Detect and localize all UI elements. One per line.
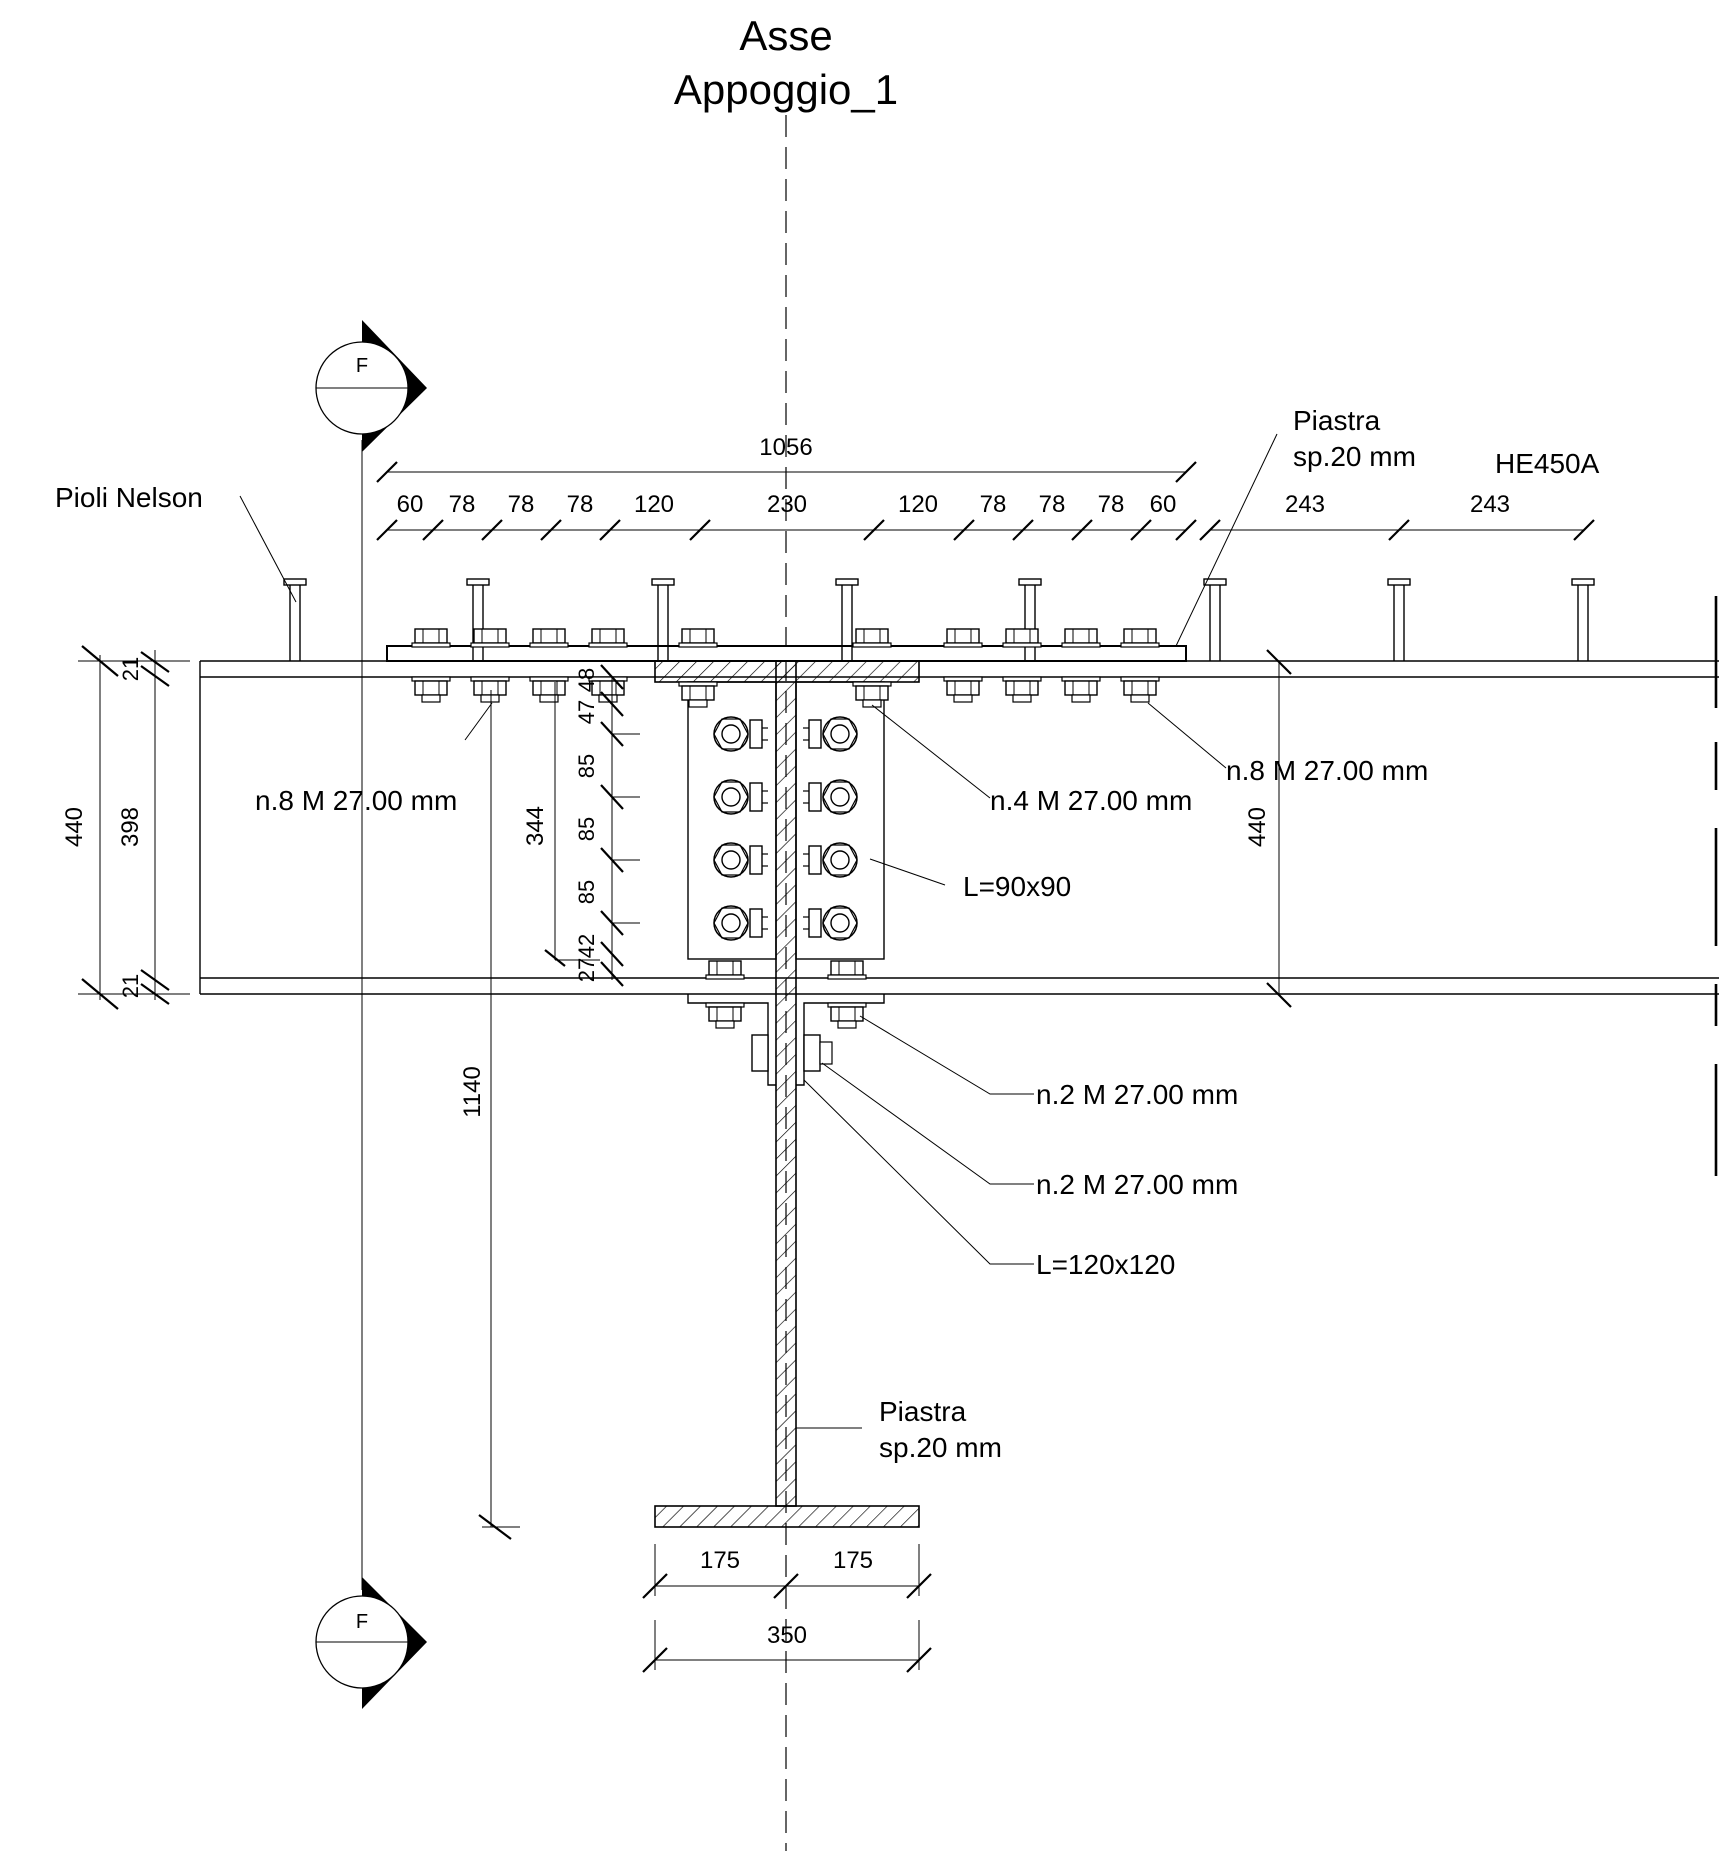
dim-bolt-total: 344 (522, 682, 600, 967)
dim-chain-0: 60 (397, 491, 424, 518)
dim-left-outer-text: 440 (61, 807, 88, 847)
label-piastra-top-2: sp.20 mm (1293, 441, 1416, 472)
dim-chain-1: 78 (449, 491, 476, 518)
section-marker-bottom-label: F (356, 1611, 368, 1633)
label-angle-large-text: L=120x120 (1036, 1249, 1175, 1280)
dim-chain-8: 78 (1039, 491, 1066, 518)
label-piastra-top: Piastra sp.20 mm (1175, 405, 1416, 647)
label-piastra-web-2: sp.20 mm (879, 1432, 1002, 1463)
dim-left-inner: 21 398 21 (117, 650, 170, 1005)
dim-bottom-total-text: 350 (767, 1622, 807, 1649)
web-angle-bolts (751, 1034, 833, 1072)
dim-chain-2: 78 (508, 491, 535, 518)
label-bolts-bottom-1-text: n.2 M 27.00 mm (1036, 1079, 1238, 1110)
section-marker-top: F (315, 320, 427, 452)
angle-120-right (796, 994, 885, 1086)
dim-bolt-27: 27 (574, 958, 599, 982)
section-marker-top-label: F (356, 355, 368, 377)
dim-depth: 1140 (459, 690, 520, 1540)
dim-chain-5: 230 (767, 491, 807, 518)
dim-bolt-total-text: 344 (522, 806, 549, 846)
dim-flange-top-text: 21 (118, 657, 143, 681)
label-bolts-center-text: n.4 M 27.00 mm (990, 785, 1192, 816)
top-plate (386, 645, 1187, 662)
dim-flange-bottom-text: 21 (118, 974, 143, 998)
dim-top-chain: 60 78 78 78 120 230 120 78 78 78 60 243 … (376, 491, 1595, 541)
label-piastra-top-1: Piastra (1293, 405, 1381, 436)
label-bolts-left: n.8 M 27.00 mm (255, 702, 493, 816)
dim-bottom-total: 350 (642, 1620, 932, 1673)
section-marker-bottom: F (315, 1577, 427, 1709)
dim-right-height-text: 440 (1244, 807, 1271, 847)
dim-bolt-85b: 85 (574, 817, 599, 841)
angle-90-left (687, 681, 777, 960)
dim-bolt-chain: 48 47 85 85 85 42 27 (574, 664, 640, 987)
angle-90-right (795, 681, 885, 960)
dim-chain-7: 78 (980, 491, 1007, 518)
label-bolts-right: n.8 M 27.00 mm (1147, 702, 1428, 786)
label-bolts-right-text: n.8 M 27.00 mm (1226, 755, 1428, 786)
main-beam (199, 660, 1719, 995)
dim-chain-3: 78 (567, 491, 594, 518)
dim-left-outer: 440 (61, 645, 190, 1010)
dim-chain-6: 120 (898, 491, 938, 518)
label-pioli: Pioli Nelson (55, 482, 297, 603)
dim-bolt-85a: 85 (574, 754, 599, 778)
label-profile: HE450A (1495, 448, 1600, 479)
dim-chain-4: 120 (634, 491, 674, 518)
dim-chain-9: 78 (1098, 491, 1125, 518)
dim-right-chain-0: 243 (1285, 491, 1325, 518)
dim-right-chain-1: 243 (1470, 491, 1510, 518)
dim-bolt-47: 47 (574, 700, 599, 724)
secondary-web (775, 660, 797, 1507)
label-bolts-bottom-1: n.2 M 27.00 mm (859, 1015, 1238, 1110)
title-line-1: Asse (739, 12, 832, 59)
label-angle-small-text: L=90x90 (963, 871, 1071, 902)
dim-left-inner-text: 398 (117, 807, 144, 847)
dim-depth-text: 1140 (459, 1066, 486, 1118)
dim-bottom-half-right: 175 (833, 1547, 873, 1574)
title-line-2: Appoggio_1 (674, 66, 898, 113)
dim-bottom-halves: 175 175 (642, 1544, 932, 1599)
dim-bolt-85c: 85 (574, 880, 599, 904)
secondary-bottom-flange (654, 1505, 920, 1528)
dim-bottom-half-left: 175 (700, 1547, 740, 1574)
label-bolts-bottom-2-text: n.2 M 27.00 mm (1036, 1169, 1238, 1200)
label-bolts-center: n.4 M 27.00 mm (871, 704, 1192, 816)
label-bolts-bottom-2: n.2 M 27.00 mm (821, 1062, 1238, 1200)
angle-120-left (687, 994, 776, 1086)
dim-chain-10: 60 (1150, 491, 1177, 518)
label-piastra-web-1: Piastra (879, 1396, 967, 1427)
dim-right-height: 440 (1244, 649, 1292, 1008)
label-piastra-web: Piastra sp.20 mm (796, 1396, 1002, 1463)
label-bolts-left-text: n.8 M 27.00 mm (255, 785, 457, 816)
dim-overall-top: 1056 (376, 434, 1197, 483)
label-angle-large: L=120x120 (803, 1079, 1175, 1280)
dim-bolt-48: 48 (574, 668, 599, 692)
label-angle-small: L=90x90 (869, 858, 1071, 902)
label-pioli-text: Pioli Nelson (55, 482, 203, 513)
dim-overall-top-text: 1056 (759, 434, 812, 461)
dim-bolt-42: 42 (574, 934, 599, 958)
